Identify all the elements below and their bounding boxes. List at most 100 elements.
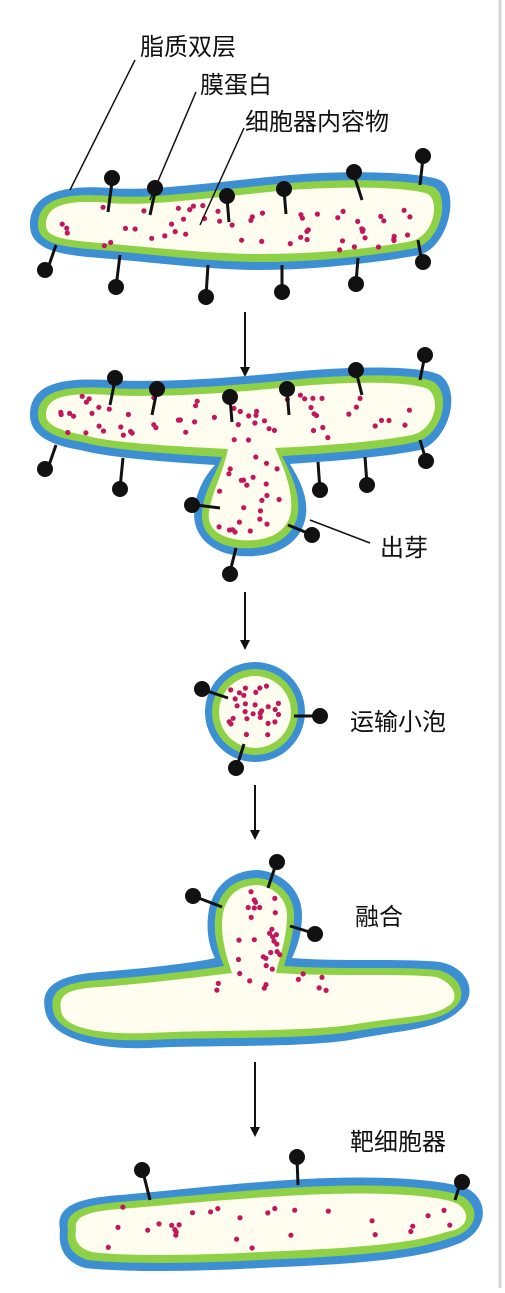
content-dot (232, 529, 238, 535)
content-dot (175, 205, 181, 211)
content-dot (378, 417, 385, 423)
released-contents-dots (214, 971, 329, 994)
label-transport-vesicle: 运输小泡 (350, 708, 446, 736)
content-dot (106, 406, 112, 412)
content-dot (237, 1215, 243, 1221)
content-dot (89, 410, 95, 416)
content-dot (108, 239, 114, 246)
content-dot (263, 481, 269, 487)
content-dot (253, 689, 259, 696)
content-dot (241, 505, 247, 511)
content-dot (275, 711, 282, 718)
membrane-protein (228, 760, 244, 776)
content-dot (246, 413, 252, 419)
content-dot (359, 228, 366, 234)
content-dot (266, 426, 272, 432)
content-dot (240, 477, 247, 483)
content-dot (120, 432, 126, 438)
content-dot (261, 985, 267, 991)
content-dot (83, 430, 89, 436)
content-dot (265, 732, 271, 738)
membrane-protein (417, 347, 433, 363)
content-dot (65, 429, 71, 436)
content-dot (234, 703, 240, 709)
stage2-budding: 出芽 (30, 347, 452, 582)
content-dot (173, 1229, 179, 1235)
content-dot (226, 719, 232, 725)
content-dot (228, 687, 234, 693)
content-dot (249, 214, 255, 220)
content-dot (71, 413, 77, 419)
content-dot (120, 1204, 126, 1210)
content-dot (151, 422, 157, 428)
content-dot (310, 427, 317, 434)
content-dot (236, 690, 242, 696)
membrane-protein (222, 389, 238, 405)
content-dot (242, 701, 248, 707)
content-dot (215, 208, 221, 214)
content-dot (241, 692, 247, 698)
content-dot (299, 215, 305, 221)
content-dot (64, 225, 70, 231)
content-dot (253, 454, 259, 460)
content-dot (243, 731, 249, 738)
membrane-protein (222, 566, 238, 582)
membrane-protein (184, 497, 200, 513)
membrane-proteins (37, 347, 434, 582)
content-dot (249, 1245, 255, 1251)
membrane-protein (312, 708, 328, 724)
content-dot (231, 405, 237, 411)
content-dot (272, 910, 278, 916)
membrane-protein (149, 381, 165, 397)
content-dot (401, 207, 407, 213)
membrane-protein (112, 481, 128, 497)
content-dot (274, 466, 280, 472)
content-dot (319, 974, 325, 980)
content-dot (234, 1236, 240, 1242)
content-dot (369, 1218, 375, 1224)
content-dot (230, 715, 236, 721)
content-dot (320, 424, 326, 431)
content-dot (208, 1209, 214, 1215)
content-dot (272, 1205, 278, 1212)
content-dot (302, 396, 308, 402)
content-dot (251, 905, 257, 911)
content-dot (253, 899, 259, 905)
content-dot (79, 393, 85, 399)
content-dot (305, 227, 311, 233)
content-dot (316, 985, 322, 991)
content-dot (257, 710, 263, 716)
content-dot (115, 1224, 121, 1230)
content-dot (408, 1228, 414, 1235)
content-dot (272, 895, 278, 902)
content-dot (272, 719, 278, 725)
content-dot (261, 418, 268, 424)
content-dot (236, 519, 242, 525)
content-dot (244, 482, 250, 488)
content-dot (300, 971, 306, 977)
content-dot (194, 398, 200, 404)
content-dot (235, 422, 241, 428)
content-dot (248, 914, 254, 921)
content-dot (211, 414, 217, 420)
content-dot (381, 218, 387, 224)
membrane-protein (279, 381, 295, 397)
content-dot (193, 403, 199, 409)
content-dot (266, 930, 273, 936)
content-dot (200, 203, 206, 209)
content-dot (404, 232, 411, 238)
content-dot (297, 392, 303, 398)
label-fusion: 融合 (355, 903, 403, 931)
content-dot (128, 428, 134, 435)
content-dot (269, 966, 275, 972)
content-dot (250, 711, 256, 717)
content-dot (252, 702, 258, 708)
fusing-contents-dots (235, 889, 283, 977)
content-dot (100, 204, 106, 210)
content-dot (253, 412, 259, 418)
content-dot (263, 963, 269, 969)
content-dot (274, 949, 280, 955)
content-dot (276, 496, 282, 503)
membrane-protein (304, 527, 320, 543)
